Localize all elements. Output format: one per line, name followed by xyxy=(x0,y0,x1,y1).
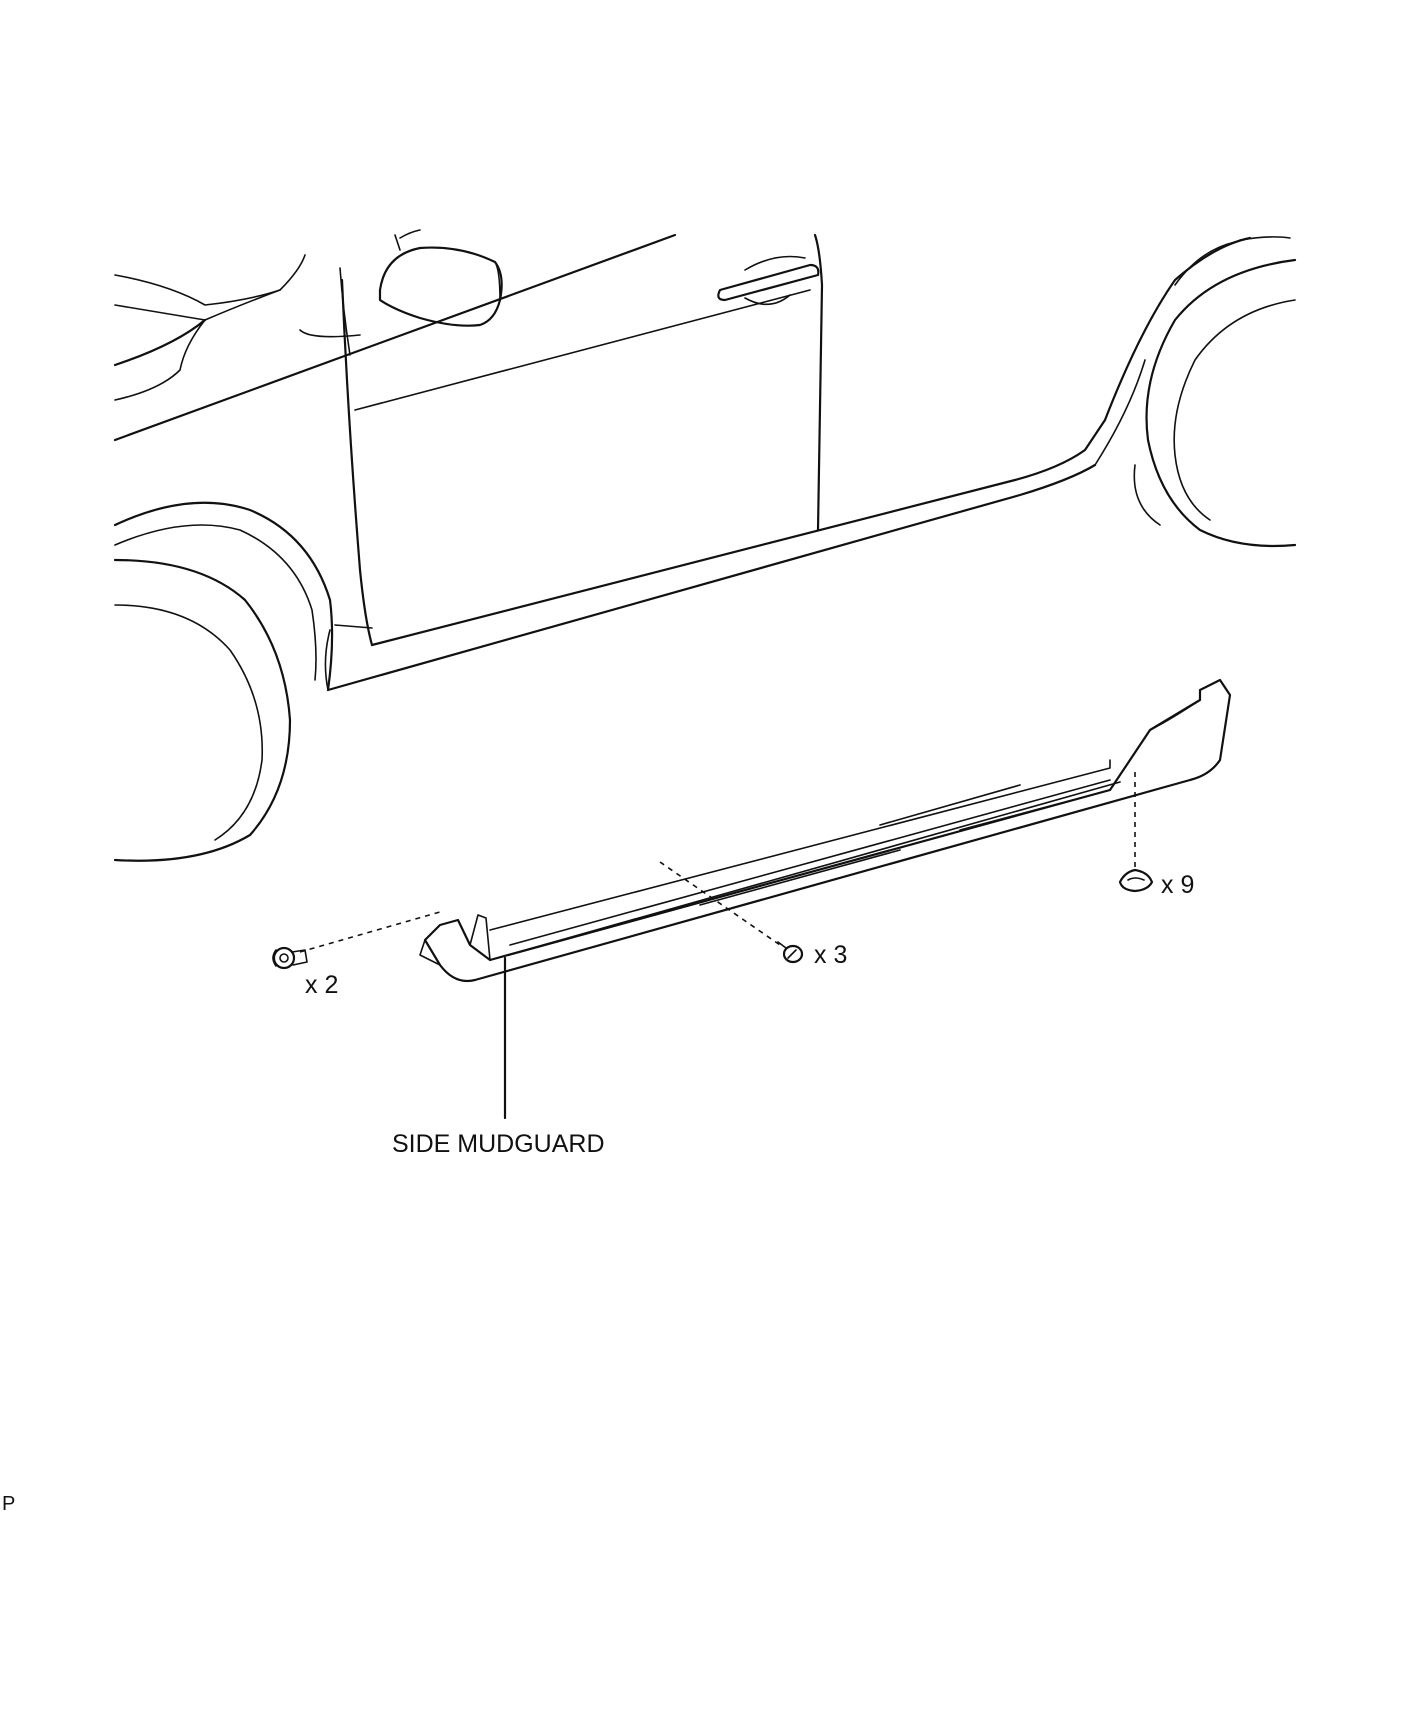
corner-mark: P xyxy=(2,1493,15,1515)
clip-quantity-label: x 2 xyxy=(305,971,338,999)
screw-quantity-label: x 3 xyxy=(814,941,847,969)
front-wheel xyxy=(113,501,334,862)
rear-wheel xyxy=(1133,258,1297,548)
side-mudguard-part xyxy=(419,678,1232,983)
clip-icon xyxy=(272,911,441,970)
side-mudguard-label: SIDE MUDGUARD xyxy=(392,1130,605,1158)
nut-quantity-label: x 9 xyxy=(1161,871,1194,899)
nut-icon xyxy=(1118,772,1154,893)
screw-icon xyxy=(659,861,804,964)
vehicle-body-outline xyxy=(113,229,1291,692)
